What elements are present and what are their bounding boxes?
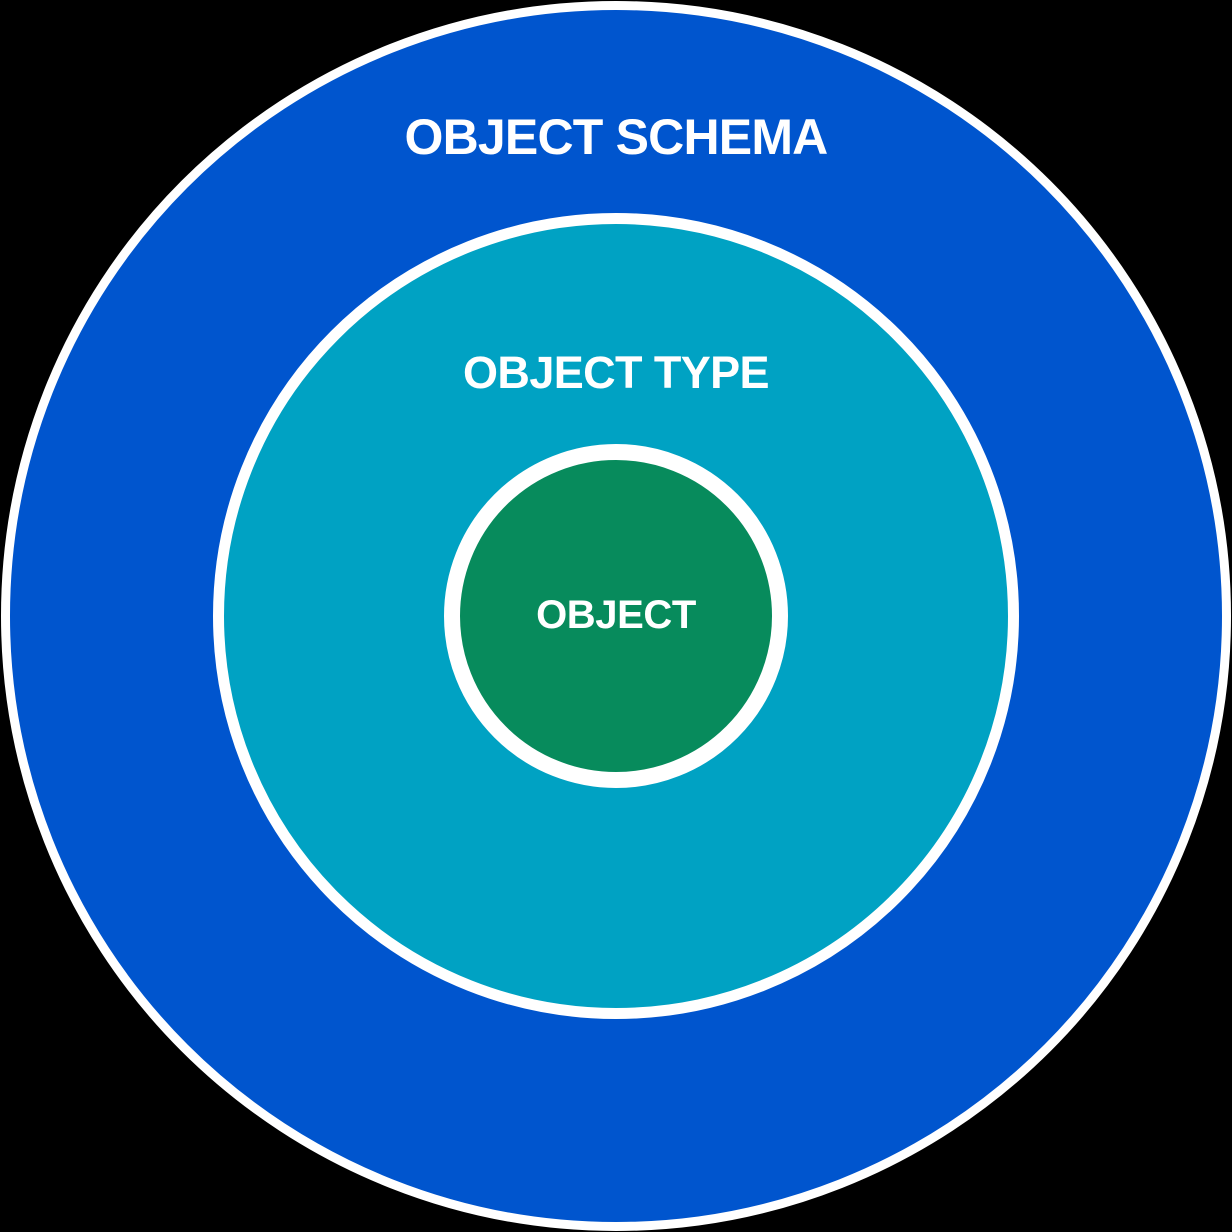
label-object-type: OBJECT TYPE	[463, 347, 770, 398]
label-object-schema: OBJECT SCHEMA	[404, 109, 829, 165]
label-object: OBJECT	[536, 593, 696, 637]
